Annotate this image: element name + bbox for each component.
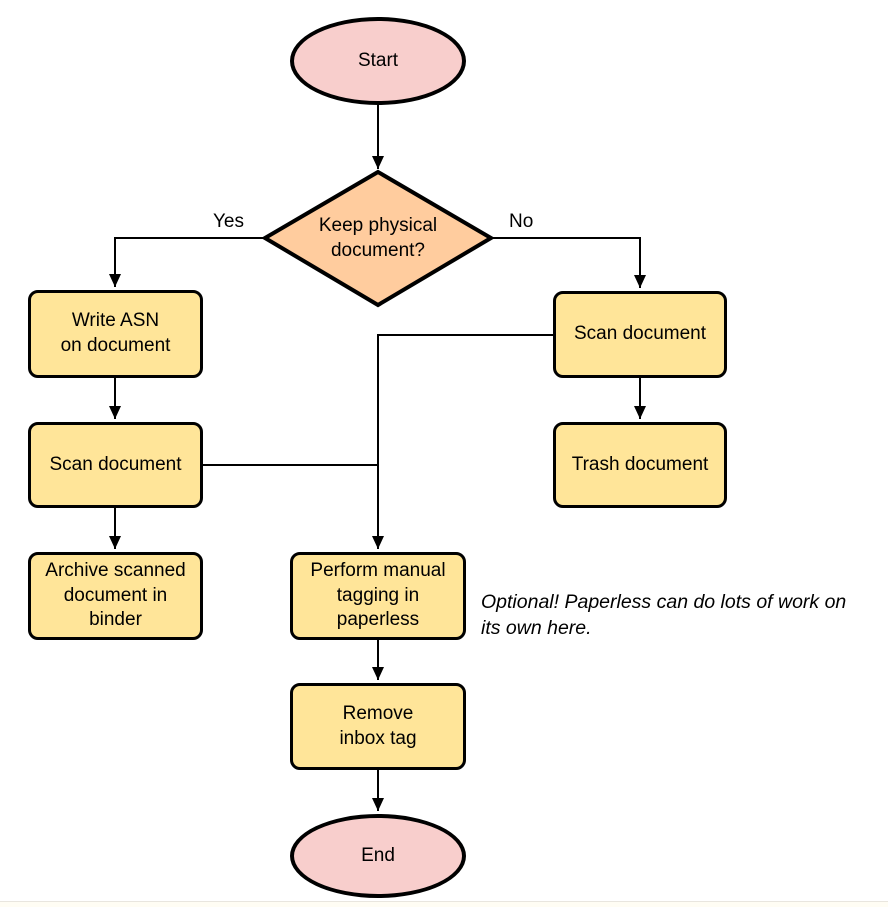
- node-start: Start: [290, 17, 466, 105]
- node-scan-document-left: Scan document: [28, 422, 203, 508]
- edge-scan-right-to-tagging: [372, 334, 553, 549]
- optional-note: Optional! Paperless can do lots of work …: [481, 591, 847, 639]
- node-decision-label: Keep physical document?: [318, 214, 438, 261]
- node-scan-document-right: Scan document: [553, 291, 727, 378]
- node-archive-in-binder: Archive scanned document in binder: [28, 552, 203, 640]
- edge-label-yes: Yes: [213, 211, 244, 232]
- node-end: End: [290, 814, 466, 898]
- edge-decision-no-to-scan-right: [491, 237, 646, 288]
- node-manual-tagging: Perform manual tagging in paperless: [290, 552, 466, 640]
- edge-decision-yes-to-write-asn: [109, 237, 265, 287]
- node-trash-document: Trash document: [553, 422, 727, 508]
- node-write-asn: Write ASN on document: [28, 290, 203, 378]
- edge-label-no: No: [509, 211, 534, 232]
- node-remove-inbox-tag: Remove inbox tag: [290, 683, 466, 770]
- page-bottom-divider: [0, 901, 888, 907]
